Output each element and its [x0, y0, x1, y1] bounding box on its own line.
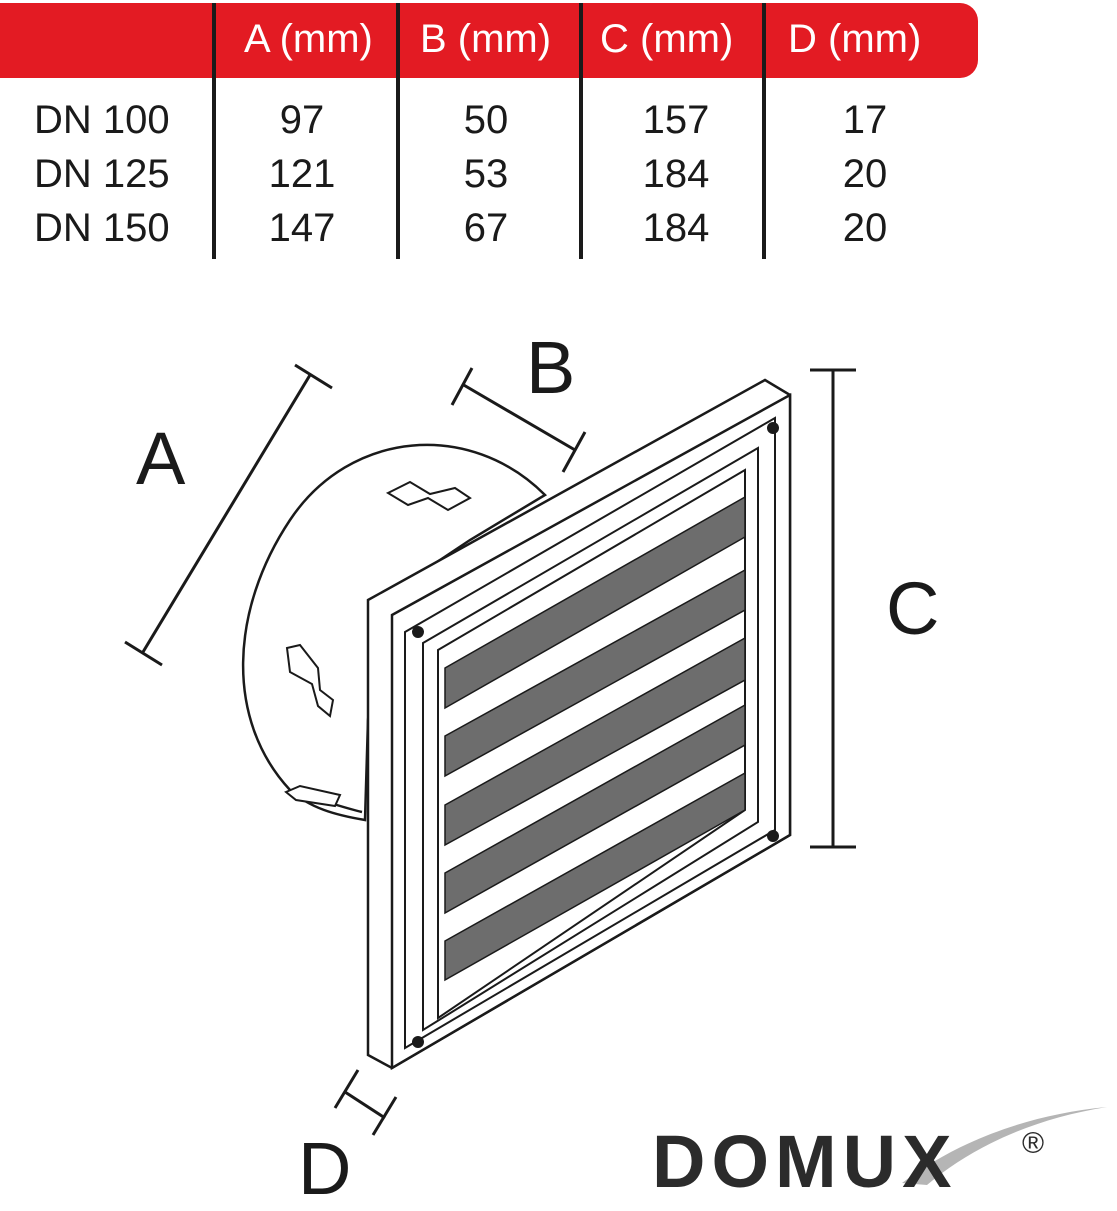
row-label: DN 125	[34, 152, 170, 196]
cell-a: 97	[279, 98, 325, 142]
cell-b: 50	[463, 98, 509, 142]
cell-a: 121	[268, 152, 336, 196]
cell-c: 157	[642, 98, 710, 142]
dimension-label-c: C	[886, 567, 940, 650]
brand-logo: DOMUX ®	[652, 1105, 1112, 1203]
logo-wordmark: DOMUX	[652, 1120, 958, 1203]
column-header-a: A (mm)	[244, 17, 373, 61]
column-header-b: B (mm)	[420, 17, 552, 61]
column-divider	[579, 3, 583, 259]
cell-d: 20	[842, 152, 888, 196]
dimension-line-a	[124, 363, 333, 667]
column-divider	[212, 3, 216, 259]
row-label: DN 150	[34, 206, 170, 250]
cell-b: 67	[463, 206, 509, 250]
table-row: DN 125 121 53 184 20	[0, 152, 978, 206]
cell-d: 20	[842, 206, 888, 250]
dimension-line-d	[333, 1069, 398, 1136]
dimension-line-b	[450, 367, 587, 473]
column-divider	[762, 3, 766, 259]
cell-c: 184	[642, 206, 710, 250]
dimension-label-d: D	[298, 1127, 352, 1210]
cell-b: 53	[463, 152, 509, 196]
table-header-bar: A (mm) B (mm) C (mm) D (mm)	[0, 3, 978, 78]
louver-slats	[444, 495, 746, 982]
dimension-label-a: A	[136, 417, 186, 500]
column-divider	[396, 3, 400, 259]
row-label: DN 100	[34, 98, 170, 142]
column-header-d: D (mm)	[788, 17, 922, 61]
column-header-c: C (mm)	[600, 17, 734, 61]
dimension-label-b: B	[526, 326, 576, 409]
screw-holes	[412, 422, 779, 1048]
cell-d: 17	[842, 98, 888, 142]
dimension-line-c	[810, 368, 856, 849]
table-row: DN 150 147 67 184 20	[0, 206, 978, 260]
duct-clip	[284, 480, 472, 808]
logo-swoosh	[902, 1107, 1107, 1185]
table-row: DN 100 97 50 157 17	[0, 98, 978, 152]
cell-a: 147	[268, 206, 336, 250]
registered-mark: ®	[1022, 1127, 1045, 1160]
cell-c: 184	[642, 152, 710, 196]
